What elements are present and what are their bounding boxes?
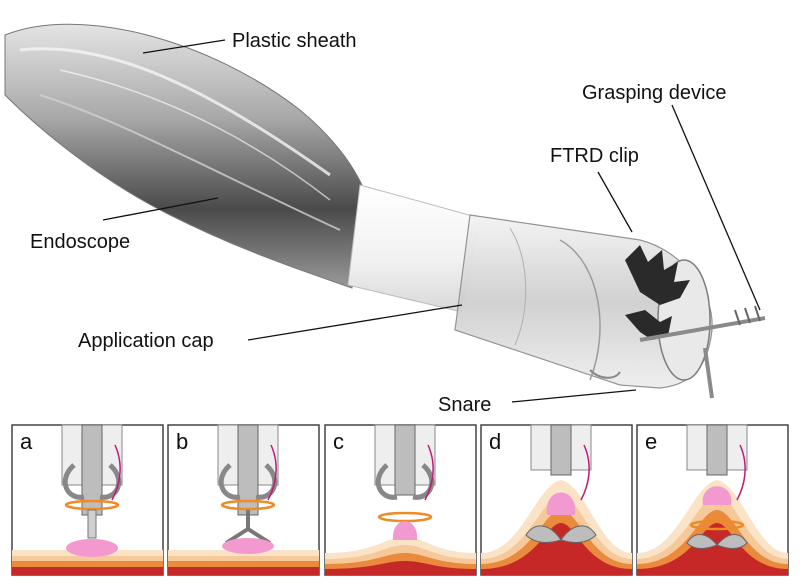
panel-letter-d: d [489, 429, 501, 454]
panel-letter-e: e [645, 429, 657, 454]
panel-letter-b: b [176, 429, 188, 454]
grasping-device-leader [671, 104, 761, 311]
panel-a: a [11, 424, 164, 576]
step-panels: a b [11, 424, 789, 576]
application-cap-label: Application cap [78, 330, 214, 352]
ftrd-clip-photo [625, 245, 690, 340]
panel-letter-a: a [20, 429, 33, 454]
annotations: Plastic sheath Grasping device FTRD clip… [30, 30, 761, 416]
application-cap-leader [247, 304, 463, 341]
snare-leader [511, 389, 637, 403]
snare-photo [589, 369, 621, 379]
snare-label: Snare [438, 394, 491, 416]
panel-b: b [167, 424, 320, 576]
endoscope-leader [102, 197, 219, 221]
grasping-device-label: Grasping device [582, 82, 727, 104]
endoscope-label: Endoscope [30, 231, 130, 253]
ftrd-clip-label: FTRD clip [550, 145, 639, 167]
device-photo [4, 23, 766, 399]
plastic-sheath-label: Plastic sheath [232, 30, 357, 52]
panel-e: e [636, 424, 789, 576]
plastic-sheath-leader [142, 39, 226, 54]
grasping-device-photo [639, 305, 766, 399]
application-cap-body [454, 214, 713, 389]
ftrd-clip-leader [597, 171, 633, 233]
panel-letter-c: c [333, 429, 344, 454]
panel-d: d [480, 424, 633, 576]
panel-c: c [324, 424, 477, 576]
